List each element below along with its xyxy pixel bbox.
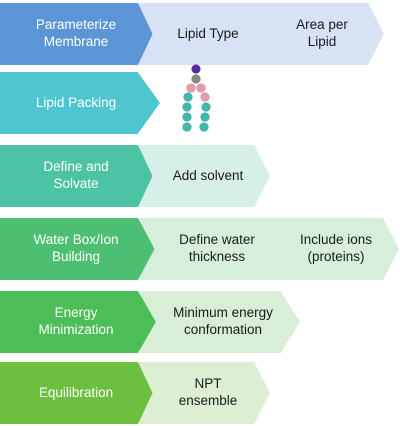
lipid-glycerol-bead [186, 83, 196, 93]
detail-include-ions: Include ions (proteins) [265, 218, 399, 280]
step-row-equilibration: Equilibration NPT ensemble [0, 362, 400, 426]
step-row-define-solvate: Define and Solvate Add solvent [0, 145, 400, 209]
lipid-molecule-illustration [182, 64, 211, 132]
lipid-tail-bead [182, 112, 192, 122]
step-lipid-packing: Lipid Packing [0, 72, 160, 134]
detail-add-solvent: Add solvent [138, 145, 270, 207]
lipid-head-bead [191, 64, 201, 74]
step-row-energy-min: Energy Minimization Minimum energy confo… [0, 291, 400, 355]
detail-area-per-lipid: Area per Lipid [252, 3, 384, 65]
lipid-tail-bead [199, 122, 209, 132]
step-define-and-solvate: Define and Solvate [0, 145, 160, 207]
lipid-tail-bead [183, 92, 193, 102]
lipid-tail-bead [182, 122, 192, 132]
detail-npt-ensemble: NPT ensemble [138, 362, 270, 424]
step-water-box-ion-building: Water Box/Ion Building [0, 218, 160, 280]
lipid-glycerol-bead [196, 83, 206, 93]
step-row-lipid-packing: Lipid Packing [0, 72, 400, 136]
detail-lipid-type: Lipid Type [138, 3, 270, 65]
detail-define-water-thickness: Define water thickness [138, 218, 288, 280]
detail-minimum-energy-conformation: Minimum energy conformation [138, 291, 300, 353]
step-row-parameterize: Parameterize Membrane Lipid Type Area pe… [0, 3, 400, 67]
lipid-neck-bead [191, 74, 201, 84]
lipid-tail-bead [200, 112, 210, 122]
step-energy-minimization: Energy Minimization [0, 291, 160, 353]
lipid-glycerol-bead [200, 92, 210, 102]
lipid-tail-bead [201, 102, 211, 112]
lipid-tail-bead [182, 102, 192, 112]
step-row-water-box: Water Box/Ion Building Define water thic… [0, 218, 400, 282]
step-parameterize-membrane: Parameterize Membrane [0, 3, 160, 65]
step-equilibration: Equilibration [0, 362, 160, 424]
